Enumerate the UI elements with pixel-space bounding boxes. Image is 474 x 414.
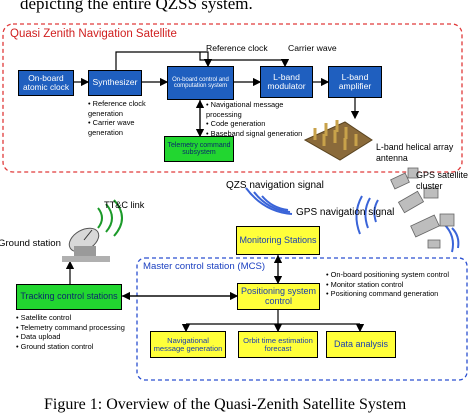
atomic-clock-block: On-board atomic clock [18, 70, 74, 96]
ttc-link-label: TT&C link [104, 200, 145, 210]
tracking-control-block: Tracking control stations [16, 284, 122, 310]
gps-cluster-wave-icon [443, 223, 460, 253]
monitoring-stations-block: Monitoring Stations [236, 226, 320, 255]
onboard-control-block: On-board control and computation system [167, 66, 234, 100]
control-bullet: Navigational message processing [206, 100, 316, 119]
tracking-bullet: Ground station control [16, 342, 126, 352]
ground-station-label: Ground station [0, 238, 61, 249]
control-bullets: Navigational message processing Code gen… [206, 100, 316, 138]
synth-bullet: Reference clock generation [88, 99, 166, 118]
tracking-bullets: Satellite control Telemetry command proc… [16, 313, 126, 351]
caption-top: depicting the entire QZSS system. [20, 0, 253, 13]
synthesizer-bullets: Reference clock generation Carrier wave … [88, 99, 166, 137]
positioning-control-block: Positioning system control [237, 283, 320, 310]
control-bullet: Code generation [206, 119, 316, 129]
ground-station-dish-icon [62, 227, 110, 262]
ttc-wave-icon [97, 199, 123, 237]
positioning-bullet: On-board positioning system control [326, 270, 464, 280]
satellite-frame [2, 23, 463, 173]
synthesizer-block: Synthesizer [88, 70, 142, 96]
qzs-signal-wave-icon [245, 187, 293, 215]
positioning-bullets: On-board positioning system control Moni… [326, 270, 464, 299]
qzs-signal-label: QZS navigation signal [226, 180, 324, 191]
helical-antenna-icon [303, 120, 373, 161]
telemetry-command-block: Telemetry command subsystem [164, 136, 234, 162]
antenna-label: L-band helical array antenna [376, 142, 454, 163]
lband-modulator-block: L-band modulator [260, 66, 313, 98]
positioning-bullet: Positioning command generation [326, 289, 464, 299]
mcs-frame [136, 257, 468, 381]
carrier-wave-label: Carrier wave [288, 43, 337, 53]
control-bullet: Baseband signal generation [206, 129, 316, 139]
caption-bottom: Figure 1: Overview of the Quasi-Zenith S… [44, 396, 407, 413]
gps-cluster-label: GPS satellite cluster [416, 170, 469, 191]
positioning-bullet: Monitor station control [326, 280, 464, 290]
reference-clock-label: Reference clock [206, 43, 268, 53]
lband-amplifier-block: L-band amplifier [328, 66, 382, 98]
orbit-time-block: Orbit time estimation forecast [238, 331, 318, 358]
satellite-title: Quasi Zenith Navigation Satellite [10, 28, 177, 40]
nav-message-block: Navigational message generation [150, 331, 226, 358]
tracking-bullet: Telemetry command processing [16, 323, 126, 333]
data-analysis-block: Data analysis [326, 331, 396, 358]
gps-signal-label: GPS navigation signal [296, 207, 395, 218]
gps-satellite-cluster-icon [390, 167, 455, 249]
tracking-bullet: Data upload [16, 332, 126, 342]
tracking-bullet: Satellite control [16, 313, 126, 323]
mcs-title: Master control station (MCS) [143, 261, 266, 272]
synth-bullet: Carrier wave generation [88, 118, 166, 137]
gps-signal-wave-icon [355, 195, 379, 235]
